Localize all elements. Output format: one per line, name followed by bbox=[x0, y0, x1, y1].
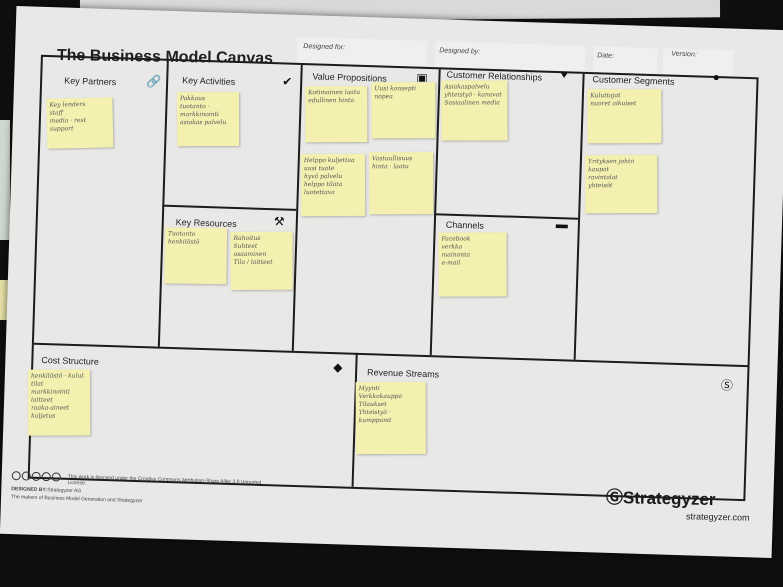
face-icon: ● bbox=[712, 69, 721, 85]
note-text: Vastuullisuus hinta · laatu bbox=[372, 155, 413, 171]
revenue-streams-title: Revenue Streams bbox=[366, 367, 440, 380]
divider bbox=[33, 342, 748, 368]
customer-segments-title: Customer Segments bbox=[592, 74, 675, 87]
key-partners-title: Key Partners bbox=[64, 75, 117, 88]
note-text: henkilöstö · kulut tilat markkinointi la… bbox=[30, 372, 84, 420]
sticky-note[interactable]: Pakkaus tuotanto · markkinointi asiakas … bbox=[176, 91, 240, 147]
note-text: Kotimainen laatu edullinen hinta bbox=[308, 89, 361, 105]
sticky-note[interactable]: Asiakaspalvelu yhteistyö · kanavat Sosia… bbox=[441, 80, 508, 141]
sticky-note[interactable]: Myynti Verkkokauppa Tilaukset Yhteistyö … bbox=[355, 381, 426, 455]
designed-by-label: Designed by: bbox=[439, 47, 481, 56]
key-activities-title: Key Activities bbox=[182, 75, 236, 87]
strategyzer-url: strategyzer.com bbox=[685, 511, 750, 523]
designer-name: Strategyzer AG bbox=[47, 487, 82, 495]
sticky-note[interactable]: Kuluttajat nuoret aikuiset bbox=[587, 89, 662, 144]
heart-icon: ♥ bbox=[560, 67, 568, 82]
background-scrap bbox=[0, 120, 10, 240]
tagline: The makers of Business Model Generation … bbox=[10, 494, 143, 505]
note-text: Yrityksen johto kaupat ravintolat yhteis… bbox=[588, 158, 635, 190]
note-text: Key lenders staff media · rest support bbox=[49, 100, 87, 133]
cc-license-icon bbox=[31, 471, 41, 481]
note-text: Facebook verkko mainonta e-mail bbox=[441, 235, 471, 267]
designed-for-label: Designed for: bbox=[303, 43, 346, 52]
sticky-note[interactable]: Uusi konsepti nopea bbox=[371, 82, 436, 139]
canvas-grid: Key Partners Key Activities Key Resource… bbox=[27, 54, 759, 502]
note-text: Rahoitus Suhteet osaaminen Tila / laitte… bbox=[233, 234, 273, 266]
sticky-note[interactable]: Kotimainen laatu edullinen hinta bbox=[305, 85, 368, 143]
sticky-note[interactable]: Rahoitus Suhteet osaaminen Tila / laitte… bbox=[230, 231, 293, 290]
sticky-note[interactable]: Yrityksen johto kaupat ravintolat yhteis… bbox=[585, 154, 658, 214]
brand-glyph: Ⓖ bbox=[605, 487, 624, 508]
cc-license-icon bbox=[21, 471, 31, 481]
channels-title: Channels bbox=[445, 219, 484, 231]
strategyzer-logo: ⒼStrategyzer bbox=[606, 483, 716, 510]
check-icon: ✔ bbox=[282, 74, 293, 89]
note-text: Helppo kuljettaa uusi tuote hyvä palvelu… bbox=[303, 156, 355, 197]
note-text: Myynti Verkkokauppa Tilaukset Yhteistyö … bbox=[358, 385, 403, 425]
sticky-note[interactable]: Tuotanto henkilöstö bbox=[164, 227, 228, 285]
date-field[interactable]: Date: bbox=[592, 46, 658, 76]
brand-name: Strategyzer bbox=[622, 488, 716, 510]
divider bbox=[162, 204, 297, 211]
background-scrap bbox=[0, 280, 8, 320]
sticky-note[interactable]: Facebook verkko mainonta e-mail bbox=[438, 232, 507, 297]
sticky-note[interactable]: Vastuullisuus hinta · laatu bbox=[368, 152, 434, 215]
tag-icon: ◆ bbox=[333, 360, 343, 375]
link-icon: 🔗 bbox=[145, 74, 162, 89]
version-field[interactable]: Version: bbox=[662, 48, 734, 78]
business-model-canvas-poster: Designed for: Designed by: Date: Version… bbox=[0, 6, 783, 558]
divider bbox=[157, 60, 169, 347]
cc-license-icon bbox=[51, 472, 61, 482]
cost-structure-title: Cost Structure bbox=[41, 354, 100, 367]
sticky-note[interactable]: Key lenders staff media · rest support bbox=[46, 97, 114, 149]
note-text: Tuotanto henkilöstö bbox=[167, 230, 200, 246]
sticky-note[interactable]: henkilöstö · kulut tilat markkinointi la… bbox=[27, 369, 91, 436]
note-text: Pakkaus tuotanto · markkinointi asiakas … bbox=[179, 95, 227, 127]
factory-icon: ⚒ bbox=[273, 214, 285, 229]
cc-license-icon bbox=[11, 471, 21, 481]
date-label: Date: bbox=[597, 52, 615, 60]
sticky-note[interactable]: Helppo kuljettaa uusi tuote hyvä palvelu… bbox=[300, 153, 366, 217]
truck-icon: ▬ bbox=[555, 217, 569, 232]
money-bag-icon: Ⓢ bbox=[720, 378, 734, 393]
cc-license-icon bbox=[41, 472, 51, 482]
note-text: Asiakaspalvelu yhteistyö · kanavat Sosia… bbox=[444, 83, 502, 107]
designed-by-footer-label: DESIGNED BY: bbox=[11, 486, 48, 494]
note-text: Kuluttajat nuoret aikuiset bbox=[590, 92, 637, 108]
note-text: Uusi konsepti nopea bbox=[374, 85, 417, 101]
version-label: Version: bbox=[671, 50, 697, 59]
